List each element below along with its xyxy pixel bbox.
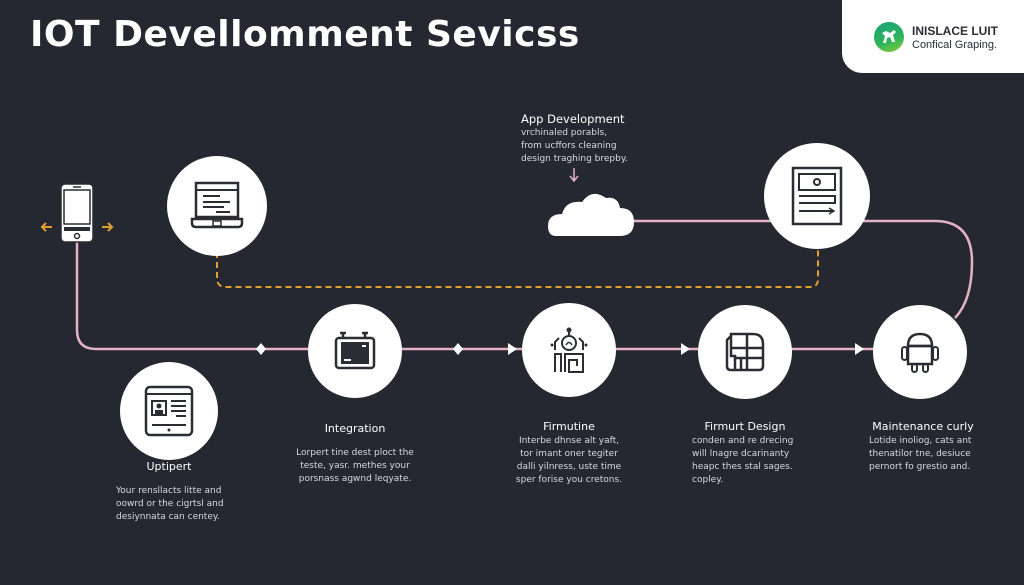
- stage-description: conden and re drecing will lnagre dcarin…: [692, 435, 793, 487]
- top-flow-line: [632, 219, 974, 319]
- document-node[interactable]: [764, 143, 870, 249]
- down-arrow-icon: [569, 168, 579, 183]
- stage-description-line: thenatilor tne, desiuce: [869, 449, 971, 459]
- stage-description-line: oowrd or the cigrtsl and: [116, 499, 224, 509]
- app-development-line: from ucffors cleaning: [521, 141, 617, 151]
- stage-description-line: porsnass agwnd leqyate.: [298, 474, 412, 484]
- maintenance-node[interactable]: [873, 305, 967, 399]
- grid-layout-icon: [725, 332, 765, 372]
- firmutine-node[interactable]: [522, 303, 616, 397]
- stage-description-line: heapc thes stal sages.: [692, 462, 793, 472]
- logo-tagline: Confical Graping.: [912, 39, 997, 51]
- cloud-icon: [548, 193, 634, 236]
- tablet-profile-icon: [144, 385, 194, 437]
- main-flow-line: [75, 242, 880, 351]
- stage-description-line: sper forise you cretons.: [515, 475, 623, 485]
- stage-description-line: Lotide inoliog, cats ant: [869, 436, 972, 446]
- stage-description-line: Your rensllacts litte and: [116, 486, 222, 496]
- document-form-icon: [791, 166, 843, 226]
- stage-title: Firmurt Design: [704, 420, 786, 433]
- stage-description-line: conden and re drecing: [692, 436, 794, 446]
- stage-description-line: tor imant oner tegiter: [520, 449, 618, 459]
- stage-description-line: teste, yasr. methes your: [300, 461, 410, 471]
- uptipert-node[interactable]: [120, 362, 218, 460]
- flow-arrowhead: [855, 343, 864, 355]
- app-development-line: vrchinaled porabls,: [521, 128, 608, 138]
- flow-diamond-marker: [256, 343, 266, 355]
- stage-title: Maintenance curly: [872, 420, 974, 433]
- stage-title: Uptipert: [146, 460, 192, 473]
- stage-description-line: desiynnata can centey.: [116, 512, 220, 522]
- smartphone-icon: [60, 183, 94, 243]
- stage-description: Lorpert tine dest ploct the teste, yasr.…: [285, 447, 425, 486]
- firmurt-design-node[interactable]: [698, 305, 792, 399]
- logo-badge: INISLACE LUIT Confical Graping.: [842, 0, 1024, 73]
- battery-device-icon: [334, 331, 376, 370]
- stage-description: Interbe dhnse alt yaft, tor imant oner t…: [499, 435, 639, 487]
- stage-description-line: Interbe dhnse alt yaft,: [518, 436, 620, 446]
- stage-description: Lotide inoliog, cats ant thenatilor tne,…: [869, 435, 971, 474]
- page-title: IOT Devellomment Sevicss: [30, 14, 580, 55]
- stage-description-line: copley.: [692, 475, 724, 485]
- stage-description-line: Lorpert tine dest ploct the: [296, 448, 414, 458]
- stage-title: Firmutine: [543, 420, 595, 433]
- smartphone-node[interactable]: [60, 183, 94, 243]
- stage-description-line: dalli yilnress, uste time: [516, 462, 622, 472]
- flow-diamond-marker: [453, 343, 463, 355]
- stage-title: Integration: [324, 422, 386, 435]
- logo-name: INISLACE LUIT: [912, 24, 998, 38]
- laptop-node[interactable]: [167, 156, 267, 256]
- laptop-icon: [190, 181, 244, 229]
- android-icon: [901, 332, 939, 373]
- app-development-title: App Development: [521, 112, 625, 126]
- dashed-link-line: [216, 250, 819, 288]
- right-arrow-icon: [102, 222, 114, 232]
- app-development-block: App Development vrchinaled porabls, from…: [521, 112, 628, 166]
- integration-node[interactable]: [308, 304, 402, 398]
- stage-description-line: will lnagre dcarinanty: [692, 449, 790, 459]
- stage-description: Your rensllacts litte and oowrd or the c…: [116, 485, 224, 524]
- robot-chip-icon: [550, 327, 588, 373]
- logo-mark-icon: [874, 22, 904, 52]
- stage-description-line: pernort fo grestio and.: [869, 462, 971, 472]
- left-arrow-icon: [40, 222, 52, 232]
- app-development-line: design traghing brepby.: [521, 154, 628, 164]
- flow-arrowhead: [681, 343, 690, 355]
- flow-arrowhead: [508, 343, 517, 355]
